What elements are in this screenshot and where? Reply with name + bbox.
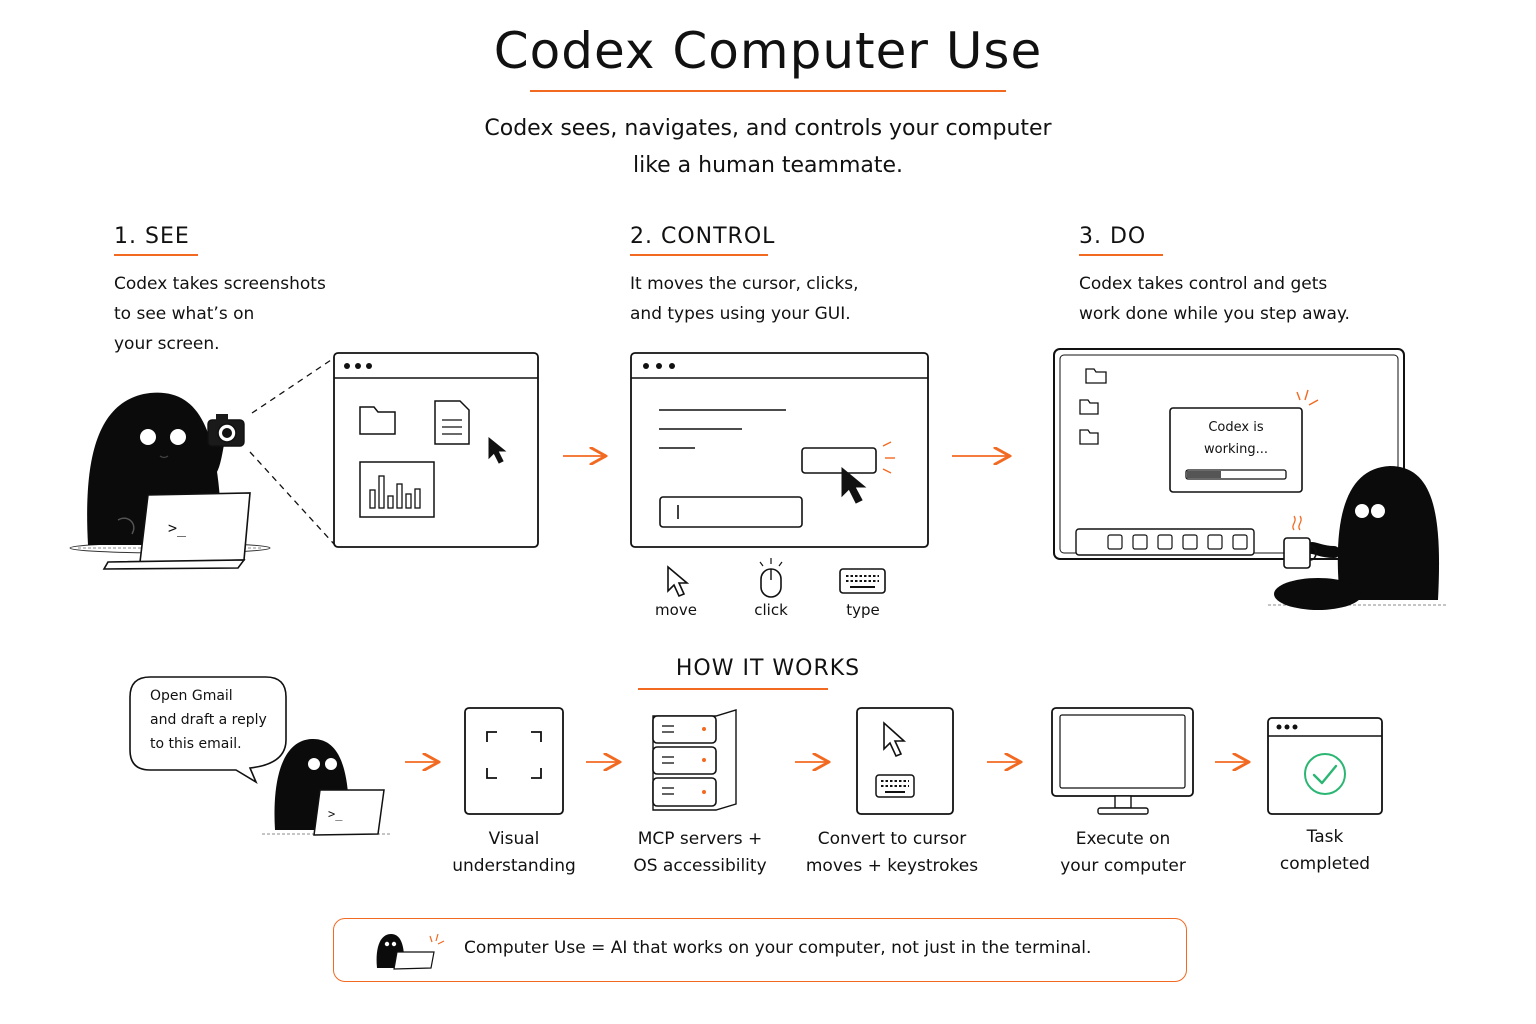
page-subtitle: Codex sees, navigates, and controls your… [0,110,1536,184]
cursor-keyboard-panel [856,707,954,815]
completed-window [1267,717,1383,815]
footer-banner [333,918,1187,982]
stage-label-line: completed [1279,854,1371,874]
step-control-line: and types using your GUI. [630,304,851,324]
step-see-heading: 1. SEE [114,224,190,249]
cursor-icon [488,436,507,464]
keyboard-icon [839,568,886,594]
prompt-line: Open Gmail [150,688,233,704]
prompt-line: to this email. [150,736,242,752]
how-it-works-underline [638,688,828,690]
cursor-icon [883,721,907,758]
stage-label-line: moves + keystrokes [805,856,979,876]
step-do-line: Codex takes control and gets [1079,274,1328,294]
view-ray-bottom [249,451,335,545]
prompt-line: and draft a reply [150,712,267,728]
mouse-icon [759,558,783,598]
camera-icon [207,414,245,447]
action-label-click: click [754,601,788,619]
coffee-mug-icon [1283,515,1317,569]
monitor-icon [1051,707,1194,815]
step-do-underline [1079,254,1163,256]
step-do-heading: 3. DO [1079,224,1147,249]
step-control-heading: 2. CONTROL [630,224,776,249]
banner-character [376,933,445,970]
stage-label-line: OS accessibility [633,856,767,876]
folder-icon [359,406,396,435]
control-screen-window [630,352,929,548]
progress-fill [1187,471,1221,478]
keyboard-icon [875,774,915,798]
folder-icon [1085,368,1107,384]
subtitle-line-2: like a human teammate. [632,153,904,178]
move-cursor-icon [667,565,690,598]
document-icon [434,400,470,445]
control-screen-text-field [659,496,803,528]
stage-label-convert: Convert to cursor moves + keystrokes [800,826,984,880]
see-laptop: >_ [102,492,251,570]
stage-label-line: understanding [452,856,576,876]
stage-label-mcp: MCP servers + OS accessibility [610,826,790,880]
status-line: Codex is [1208,420,1264,435]
step-control-underline [630,254,768,256]
check-icon [1304,753,1346,795]
control-screen-button [801,447,877,474]
see-screen-window [333,352,539,548]
step-see-line: to see what’s on [114,304,255,324]
step-see-line: your screen. [114,334,220,354]
focus-frame-icon [464,707,564,815]
status-line: working... [1204,442,1268,457]
stage-label-line: your computer [1060,856,1186,876]
page-title: Codex Computer Use [493,22,1043,80]
laptop-terminal-prompt: >_ [328,807,343,821]
do-monitor [1053,348,1405,560]
view-ray-top [251,357,335,414]
laptop-terminal-prompt: >_ [168,519,187,537]
how-it-works-heading: HOW IT WORKS [675,656,861,681]
stage-label-line: Convert to cursor [817,829,967,849]
server-icon [652,709,737,811]
stage-label-visual: Visual understanding [434,826,594,880]
action-label-move: move [655,601,697,619]
action-label-type: type [846,601,880,619]
step-see-line: Codex takes screenshots [114,274,326,294]
stage-label-line: Task [1306,827,1344,847]
footer-banner-text: Computer Use = AI that works on your com… [464,938,1092,958]
speech-bubble [129,676,287,784]
step-see-description: Codex takes screenshots to see what’s on… [114,269,326,359]
title-underline [530,90,1006,92]
stage-label-completed: Task completed [1255,824,1395,878]
step-control-line: It moves the cursor, clicks, [630,274,859,294]
stage-label-line: Execute on [1075,829,1171,849]
step-do-line: work done while you step away. [1079,304,1350,324]
step-control-description: It moves the cursor, clicks, and types u… [630,269,859,329]
stage-label-line: MCP servers + [637,829,763,849]
how-character: >_ [262,738,392,836]
step-see-underline [114,254,198,256]
stage-label-execute: Execute on your computer [1038,826,1208,880]
status-dialog-text: Codex is working... [1170,417,1302,461]
step-do-description: Codex takes control and gets work done w… [1079,269,1350,329]
speech-bubble-text: Open Gmail and draft a reply to this ema… [150,684,267,756]
subtitle-line-1: Codex sees, navigates, and controls your… [484,116,1052,141]
stage-label-line: Visual [488,829,540,849]
do-character [1268,466,1446,610]
folder-icon [1079,399,1099,415]
folder-icon [1079,429,1099,445]
bar-chart-icon [359,461,435,518]
